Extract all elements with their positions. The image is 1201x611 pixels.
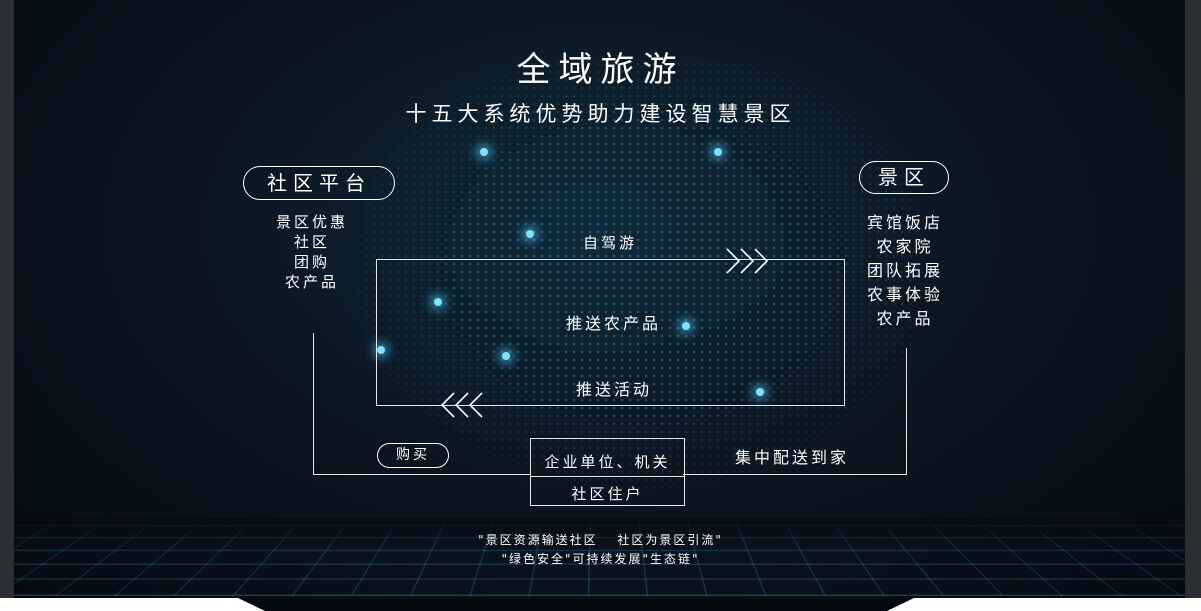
list-item: 农产品 (876, 309, 934, 328)
chevron-right-icon (726, 248, 769, 274)
right-connector-line (906, 348, 907, 475)
flow-loop-box (376, 259, 845, 406)
list-item: 景区优惠 (275, 213, 348, 231)
list-item: 农产品 (284, 273, 339, 291)
list-item: 团队拓展 (866, 261, 943, 280)
left-connector-line (313, 333, 314, 475)
list-item: 团购 (293, 253, 330, 271)
community-items-list: 景区优惠 社区 团购 农产品 (252, 212, 372, 292)
list-item: 农事体验 (866, 285, 943, 304)
bottom-notch (238, 598, 914, 611)
destination-enterprise: 企业单位、机关 (544, 453, 671, 471)
map-glow-point (434, 298, 442, 306)
list-item: 农家院 (876, 237, 934, 256)
map-glow-point (502, 352, 510, 360)
buy-badge: 购买 (377, 443, 449, 468)
map-glow-point (682, 322, 690, 330)
push-products-label: 推送农产品 (566, 314, 662, 333)
bottom-left-connector-line (313, 474, 530, 475)
page-subtitle: 十五大系统优势助力建设智慧景区 (405, 102, 796, 126)
list-item: 社区 (293, 233, 330, 251)
destination-box: 企业单位、机关 社区住户 (530, 438, 685, 506)
node-scenic-area: 景区 (859, 161, 949, 194)
self-drive-label: 自驾游 (583, 234, 638, 252)
page-title: 全域旅游 (516, 50, 685, 90)
destination-divider (531, 476, 684, 477)
node-community-platform: 社区平台 (243, 166, 395, 200)
map-glow-point (526, 230, 534, 238)
footer-slogan-1: "景区资源输送社区 社区为景区引流" (478, 533, 723, 547)
push-activities-label: 推送活动 (576, 380, 653, 399)
scenic-items-list: 宾馆饭店 农家院 团队拓展 农事体验 农产品 (845, 211, 965, 331)
destination-residents: 社区住户 (571, 485, 644, 503)
chevron-left-icon (440, 392, 483, 418)
list-item: 宾馆饭店 (866, 213, 943, 232)
bottom-right-connector-line (683, 474, 907, 475)
diagram-canvas (14, 0, 1185, 598)
delivery-label: 集中配送到家 (735, 448, 850, 467)
map-glow-point (377, 346, 385, 354)
map-glow-point (756, 388, 764, 396)
map-glow-point (714, 148, 722, 156)
footer-slogan-2: "绿色安全"可持续发展"生态链" (501, 552, 700, 566)
map-glow-point (480, 148, 488, 156)
